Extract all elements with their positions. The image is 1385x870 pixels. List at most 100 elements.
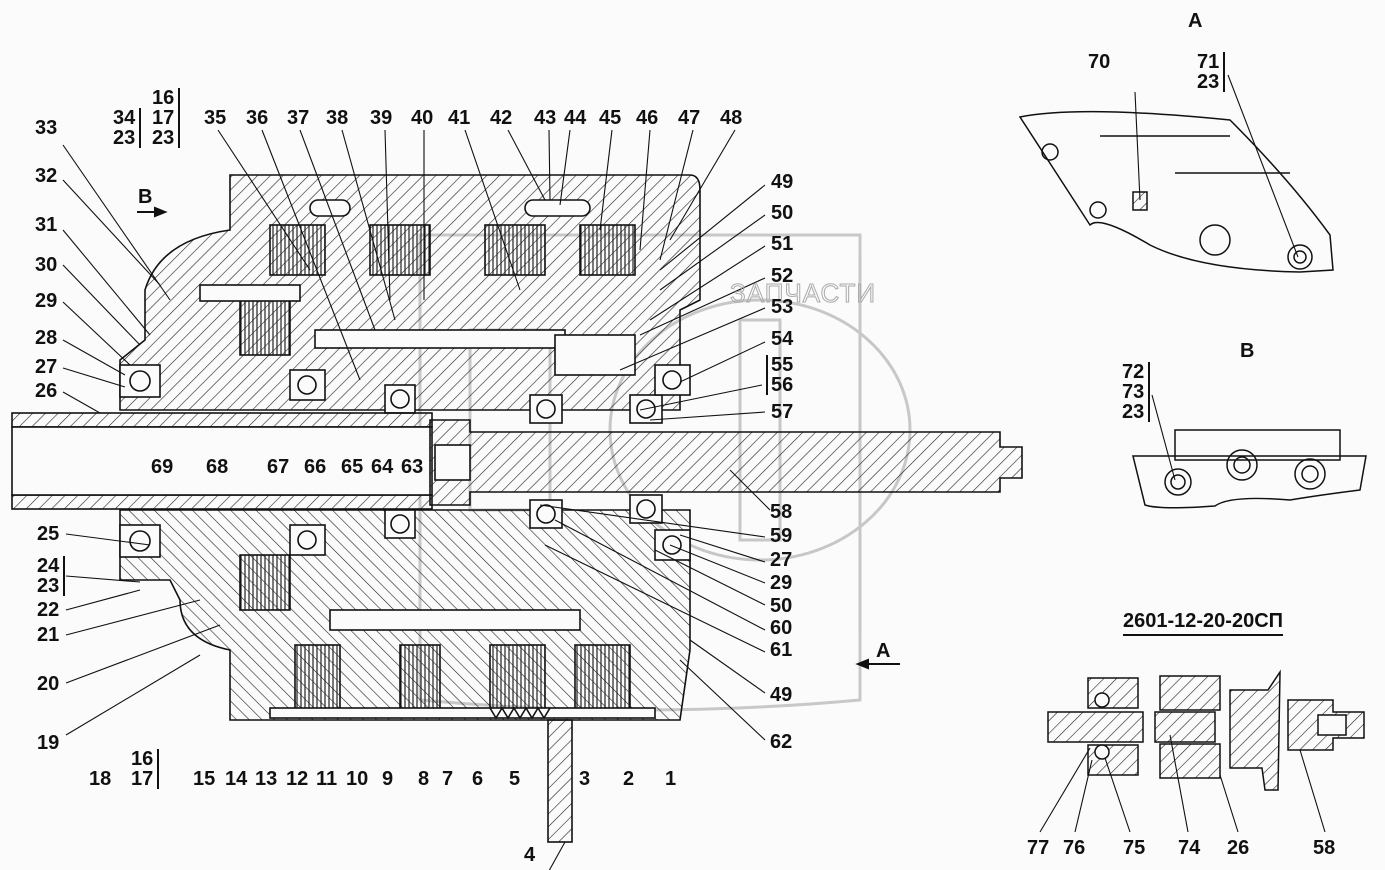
callout: 1 [665,768,677,790]
callout: 34 [113,107,136,129]
callout: 31 [35,214,58,236]
callout: 23 [113,127,136,149]
callout: 5 [509,768,521,790]
callout: 27 [35,356,58,378]
callout: 16 [152,87,175,109]
callout: 57 [771,401,794,423]
callout: 4 [524,844,536,866]
callout: 70 [1088,51,1111,73]
callout: 9 [382,768,394,790]
callout: 33 [35,117,58,139]
callout: 21 [37,624,60,646]
callout-group: 72 73 23 [1122,361,1151,423]
detail-section [1047,669,1365,791]
callout: 48 [720,107,743,129]
callout: 3 [579,768,591,790]
callout: 60 [770,617,793,639]
callout: 42 [490,107,513,129]
callout: 23 [1197,71,1220,93]
callout: 43 [534,107,557,129]
callout: 75 [1123,837,1146,859]
callout-group: 16 17 [131,748,160,790]
callout-group: 24 23 [37,555,66,596]
callout: 23 [152,127,175,149]
callout: 44 [564,107,587,129]
callout: 58 [1313,837,1336,859]
callout: 13 [255,768,278,790]
callout: 64 [371,456,394,478]
callout: 19 [37,732,60,754]
callout: 37 [287,107,310,129]
callout: 71 [1197,51,1220,73]
callout: 30 [35,254,58,276]
view-a-title: A [1188,10,1203,32]
callout: 61 [770,639,793,661]
callout: 50 [770,595,793,617]
callout-group: 34 23 [113,107,142,149]
callout: 65 [341,456,364,478]
callout: 68 [206,456,229,478]
drawing-code: 2601-12-20-20СП [1123,610,1284,636]
callout: 17 [152,107,175,129]
callout: 63 [401,456,424,478]
callout: 77 [1027,837,1050,859]
callout: 38 [326,107,349,129]
callout: 46 [636,107,659,129]
callout: 66 [304,456,327,478]
callout: 32 [35,165,58,187]
callout: 51 [771,233,794,255]
callout: 72 [1122,361,1145,383]
callout: 18 [89,768,112,790]
callout: 2 [623,768,635,790]
callout: 6 [472,768,484,790]
callout: 15 [193,768,216,790]
callout: 22 [37,599,60,621]
view-a-detail [1018,110,1334,273]
view-arrow-a [855,658,900,670]
view-b-title: B [1240,340,1255,362]
callout: 26 [1227,837,1250,859]
callout: 45 [599,107,622,129]
callout: 29 [35,290,58,312]
callout: 12 [286,768,309,790]
callout: 14 [225,768,248,790]
callout: 49 [770,684,793,706]
callout: 54 [771,328,794,350]
view-arrow-b-label: B [138,186,153,208]
output-shaft [429,419,1023,506]
callout-group: 71 23 [1197,51,1226,93]
callout: 41 [448,107,471,129]
callout: 28 [35,327,58,349]
callout: 50 [771,202,794,224]
callout: 24 [37,555,60,577]
callout: 49 [771,171,794,193]
callout: 16 [131,748,154,770]
watermark-text: ЗАПЧАСТИ [729,278,877,309]
callout: 10 [346,768,369,790]
callout: 62 [770,731,793,753]
callout: 59 [770,525,793,547]
callout: 25 [37,523,60,545]
callout: 53 [771,296,794,318]
callout: 47 [678,107,701,129]
gearbox-housing [119,174,701,843]
leader-lines [62,74,1326,870]
view-b-detail [1132,429,1367,509]
callout: 7 [442,768,454,790]
callout: 29 [770,572,793,594]
view-arrow-a-label: A [876,640,891,662]
callout: 11 [316,768,338,790]
callout: 52 [771,265,794,287]
callout: 69 [151,456,174,478]
callout: 23 [1122,401,1145,423]
callout: 56 [771,374,794,396]
callout-group: 55 56 [766,355,793,395]
callout: 8 [418,768,430,790]
callout: 58 [770,501,793,523]
callout: 35 [204,107,227,129]
callout: 17 [131,768,154,790]
callout: 74 [1178,837,1201,859]
callout-group: 16 17 23 [152,87,181,149]
view-arrow-b [137,206,168,218]
